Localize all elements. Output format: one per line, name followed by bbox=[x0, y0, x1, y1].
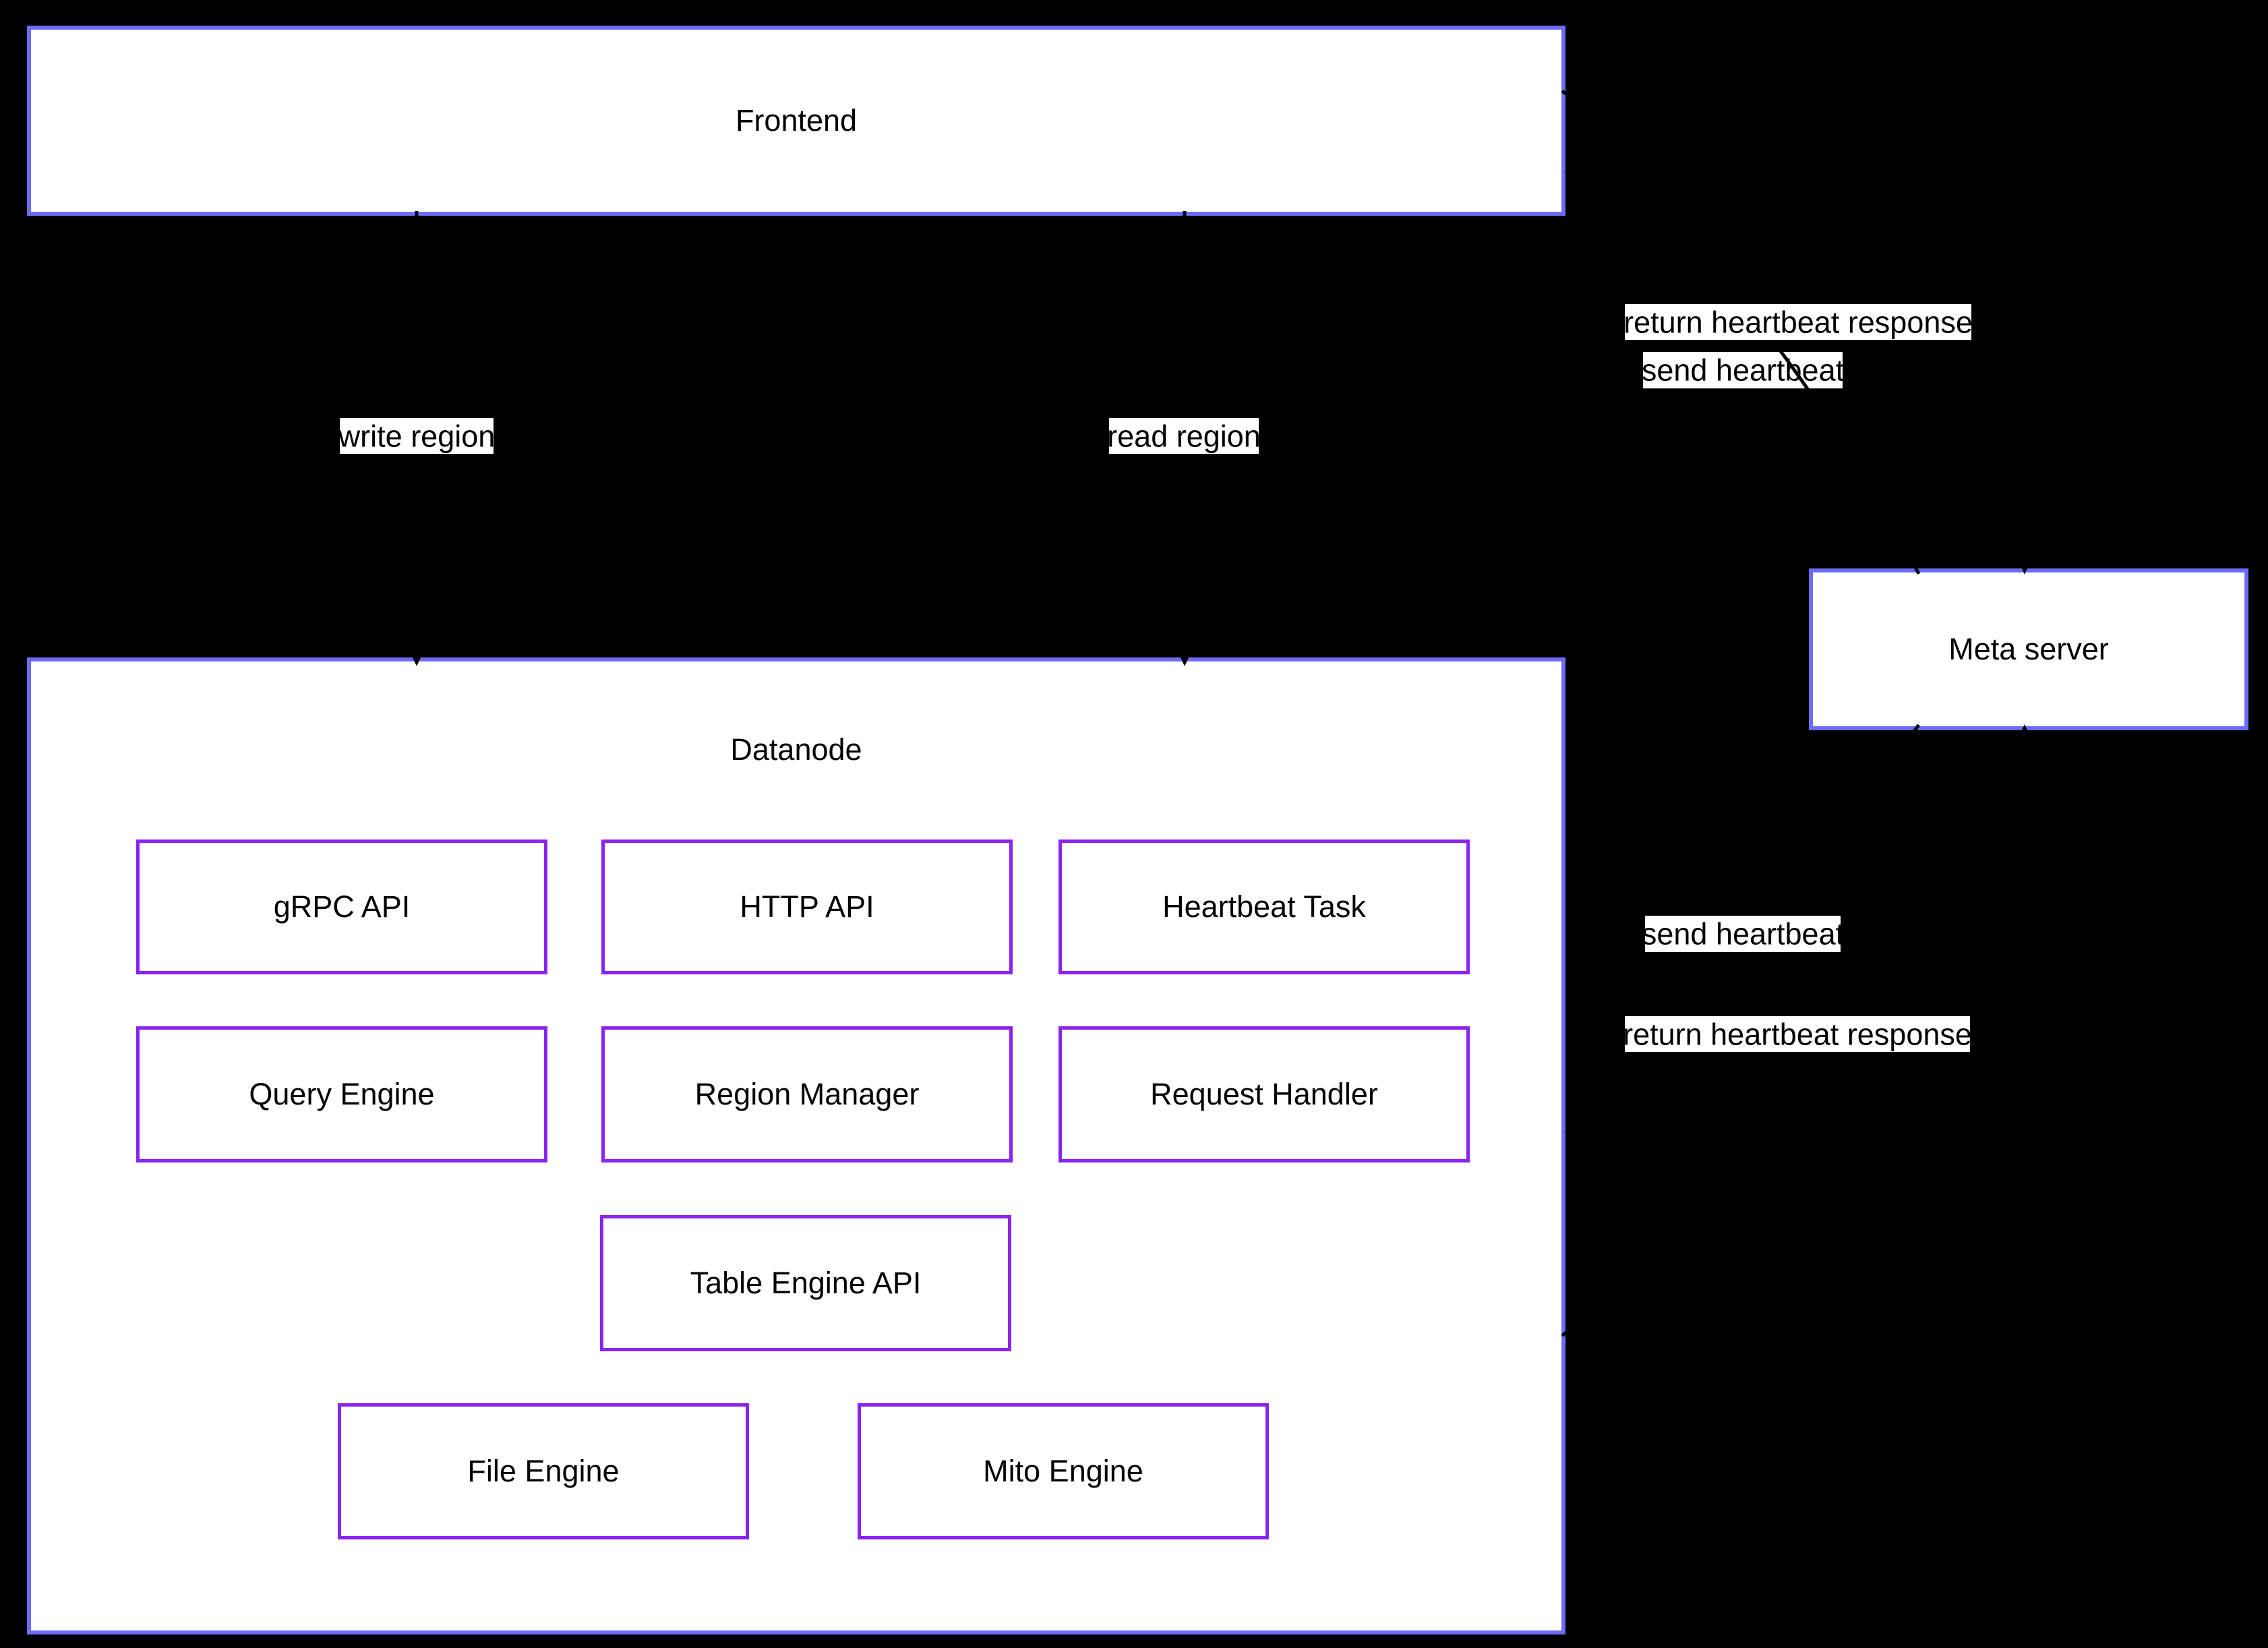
node-region-manager-label: Region Manager bbox=[694, 1077, 920, 1112]
edge-label-return-heartbeat-frontend-text: return heartbeat response bbox=[1623, 305, 1973, 340]
edge-label-return-heartbeat-datanode-bg bbox=[1625, 1016, 1970, 1052]
edge-label-read-region-text: read region bbox=[1107, 419, 1261, 454]
node-frontend-label: Frontend bbox=[735, 103, 858, 138]
edge-send-heartbeat-frontend bbox=[1561, 89, 2027, 557]
node-mito-engine: Mito Engine bbox=[858, 1403, 1269, 1539]
edge-return-heartbeat-frontend bbox=[1585, 171, 1921, 575]
node-http-api: HTTP API bbox=[601, 840, 1013, 974]
edge-label-return-heartbeat-datanode-text: return heartbeat response bbox=[1623, 1018, 1972, 1052]
node-request-handler-label: Request Handler bbox=[1150, 1077, 1378, 1112]
edge-label-send-heartbeat-datanode-bg bbox=[1645, 916, 1841, 952]
node-file-engine-label: File Engine bbox=[467, 1454, 620, 1489]
edge-return-heartbeat-datanode-arrowhead bbox=[1564, 1122, 1584, 1141]
node-region-manager: Region Manager bbox=[601, 1026, 1013, 1163]
edge-label-return-heartbeat-datanode: return heartbeat response bbox=[1623, 1016, 1972, 1052]
edge-label-read-region: read region bbox=[1107, 418, 1261, 454]
node-heartbeat-task-label: Heartbeat Task bbox=[1162, 889, 1366, 924]
node-datanode-label: Datanode bbox=[730, 732, 862, 767]
edge-return-heartbeat-frontend-arrowhead bbox=[1564, 163, 1584, 181]
edge-label-send-heartbeat-frontend-bg bbox=[1643, 352, 1843, 388]
edge-label-read-region-bg bbox=[1109, 418, 1259, 454]
edge-label-write-region-bg bbox=[340, 418, 494, 454]
node-mito-engine-label: Mito Engine bbox=[983, 1454, 1143, 1489]
node-request-handler: Request Handler bbox=[1058, 1026, 1470, 1163]
edge-return-heartbeat-datanode bbox=[1584, 724, 1921, 1131]
edge-label-write-region: write region bbox=[338, 418, 496, 454]
node-table-engine-api: Table Engine API bbox=[600, 1215, 1011, 1351]
node-frontend: Frontend bbox=[27, 26, 1565, 216]
node-table-engine-api-label: Table Engine API bbox=[690, 1266, 922, 1301]
node-http-api-label: HTTP API bbox=[740, 889, 874, 924]
edge-label-return-heartbeat-frontend-bg bbox=[1625, 304, 1971, 340]
edge-label-send-heartbeat-datanode: send heartbeat bbox=[1642, 916, 1845, 952]
node-heartbeat-task: Heartbeat Task bbox=[1058, 840, 1470, 974]
edge-label-send-heartbeat-frontend: send heartbeat bbox=[1642, 352, 1845, 388]
edge-label-send-heartbeat-frontend-text: send heartbeat bbox=[1642, 353, 1845, 388]
node-grpc-api: gRPC API bbox=[136, 840, 547, 974]
node-meta-server: Meta server bbox=[1809, 568, 2248, 730]
edge-label-write-region-text: write region bbox=[338, 419, 496, 454]
node-query-engine-label: Query Engine bbox=[249, 1077, 435, 1112]
edge-label-return-heartbeat-frontend: return heartbeat response bbox=[1623, 304, 1973, 340]
node-query-engine: Query Engine bbox=[136, 1026, 547, 1163]
node-file-engine: File Engine bbox=[338, 1403, 749, 1539]
edge-send-heartbeat-datanode bbox=[1561, 746, 2027, 1337]
node-meta-server-label: Meta server bbox=[1948, 632, 2109, 667]
node-grpc-api-label: gRPC API bbox=[273, 889, 411, 924]
edge-label-send-heartbeat-datanode-text: send heartbeat bbox=[1642, 917, 1845, 951]
